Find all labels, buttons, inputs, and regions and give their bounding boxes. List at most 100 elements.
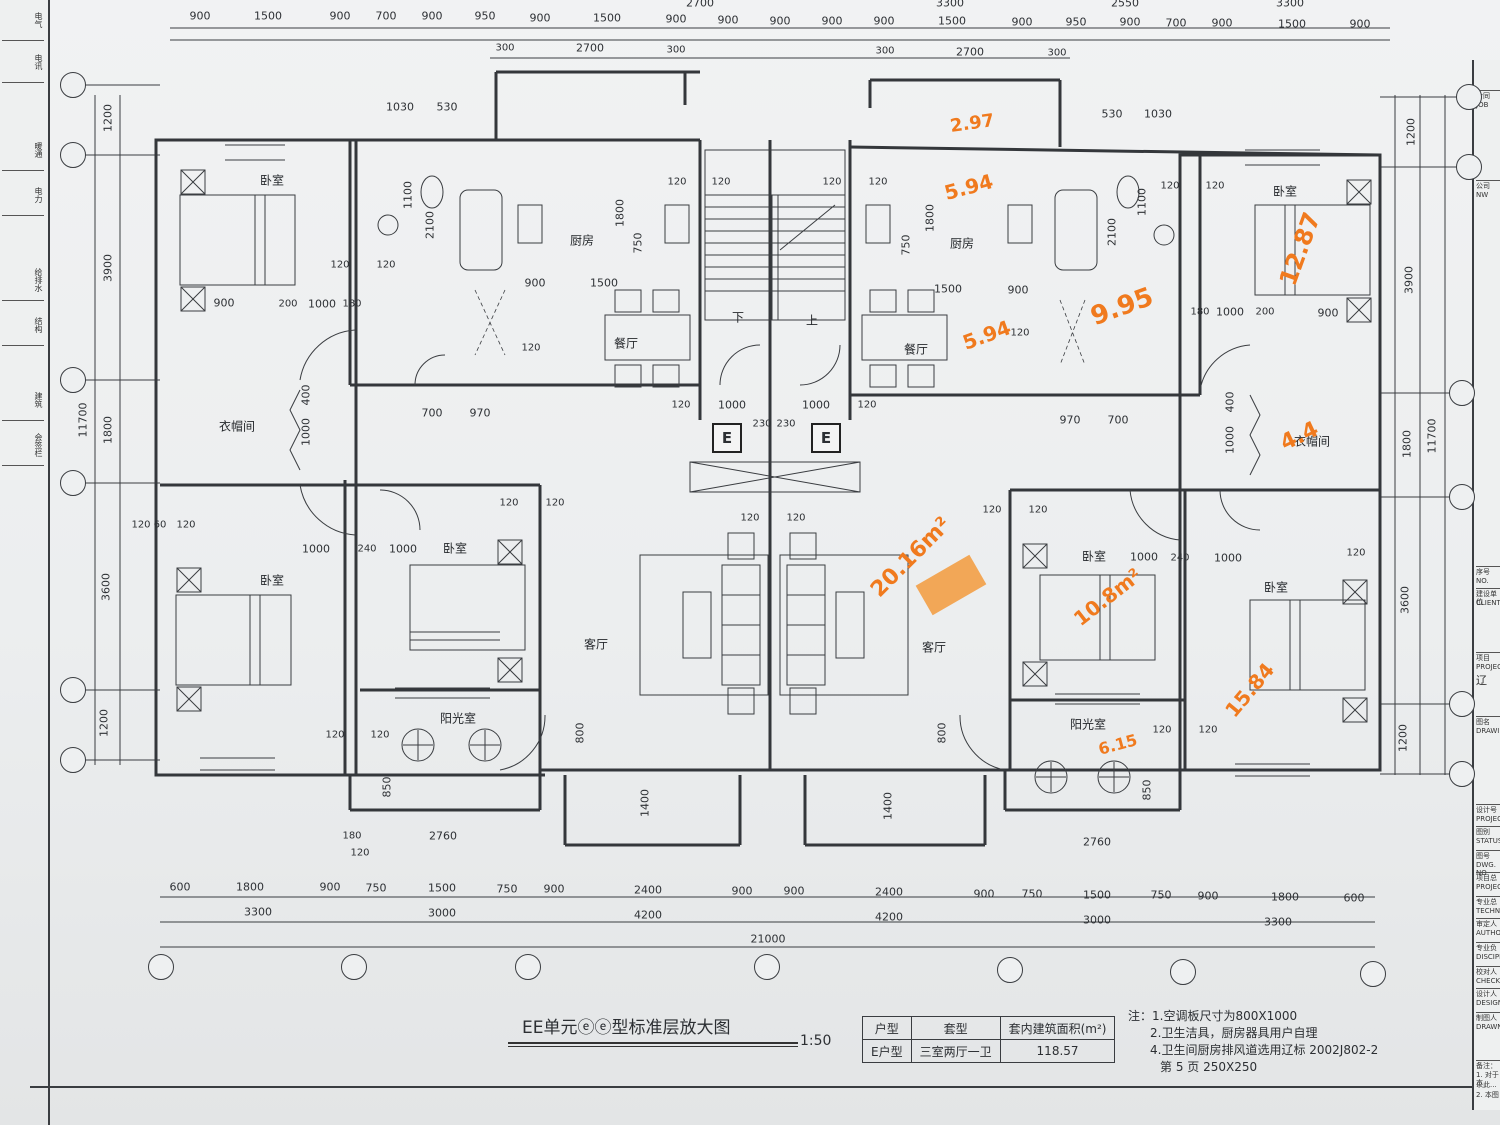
dim-left: 3900 bbox=[101, 254, 115, 282]
inner-dim: 1500 bbox=[934, 282, 962, 296]
drawing-notes: 注：1.空调板尺寸为800X1000 2.卫生洁具，厨房器具用户自理 4.卫生间… bbox=[1128, 1008, 1378, 1076]
dim-top1: 900 bbox=[1011, 15, 1033, 29]
inner-dim: 120 bbox=[376, 259, 396, 271]
tb-right-label: DISCIPLINE bbox=[1476, 953, 1500, 961]
tb-left-cell: 结构 bbox=[2, 305, 44, 346]
dim-top1: 700 bbox=[1165, 16, 1187, 30]
dim-top1: 950 bbox=[1065, 15, 1087, 29]
tb-right-label: 设计号 bbox=[1476, 804, 1500, 814]
dim-top1: 900 bbox=[821, 14, 843, 28]
room-label-sunroom: 阳光室 bbox=[1069, 717, 1107, 732]
dim-top2: 2700 bbox=[576, 41, 604, 55]
grid-axis-circle bbox=[1360, 961, 1386, 987]
grid-axis-circle bbox=[148, 954, 174, 980]
elevator-mark: E bbox=[811, 423, 841, 453]
sheet-border-left bbox=[48, 0, 50, 1125]
tb-right-label: 备注： bbox=[1476, 1060, 1500, 1070]
dim-left: 3600 bbox=[99, 573, 113, 601]
room-label-closet: 衣帽间 bbox=[1293, 434, 1331, 449]
note-line: 4.卫生间厨房排风道选用辽标 2002J802-2 bbox=[1150, 1043, 1379, 1057]
dim-right: 1200 bbox=[1396, 724, 1410, 752]
inner-dim: 120 bbox=[1205, 180, 1225, 192]
inner-dim: 970 bbox=[1059, 413, 1081, 427]
tb-right-label: CHECKED bbox=[1476, 977, 1500, 985]
inner-dim: 120 bbox=[330, 259, 350, 271]
inner-dim: 1400 bbox=[638, 789, 652, 817]
inner-dim: 2760 bbox=[429, 829, 457, 843]
inner-dim: 1000 bbox=[1130, 550, 1158, 564]
inner-dim: 970 bbox=[469, 406, 491, 420]
dim-bottom1: 600 bbox=[169, 880, 191, 894]
table-row: E户型 三室两厅一卫 118.57 bbox=[862, 1039, 1116, 1063]
dim-bottom1: 900 bbox=[731, 884, 753, 898]
inner-dim: 1000 bbox=[1214, 551, 1242, 565]
tb-right-label: TECHNIC bbox=[1476, 907, 1500, 915]
dim-top1: 1500 bbox=[938, 14, 966, 28]
dim-top1: 900 bbox=[189, 9, 211, 23]
inner-dim: 400 bbox=[299, 384, 313, 406]
dim-left: 1200 bbox=[101, 104, 115, 132]
grid-axis-circle bbox=[515, 954, 541, 980]
tb-right-label: PROJECT bbox=[1476, 815, 1500, 823]
inner-dim: 120 bbox=[350, 847, 370, 859]
inner-dim: 230 bbox=[752, 418, 772, 430]
room-label-bedroom: 卧室 bbox=[442, 541, 468, 556]
inner-dim: 1000 bbox=[308, 297, 336, 311]
table-header-cell: 户型 bbox=[862, 1016, 912, 1040]
room-label-bedroom: 卧室 bbox=[259, 573, 285, 588]
dim-top1: 900 bbox=[717, 13, 739, 27]
tb-right-label: 项目总 bbox=[1476, 872, 1500, 882]
inner-dim: 1000 bbox=[389, 542, 417, 556]
inner-dim: 120 bbox=[499, 497, 519, 509]
sheet-border-bottom bbox=[30, 1086, 1472, 1088]
inner-dim: 1000 bbox=[718, 398, 746, 412]
dim-top1: 900 bbox=[1211, 16, 1233, 30]
dim-bottom1: 750 bbox=[496, 882, 518, 896]
inner-dim: 900 bbox=[524, 276, 546, 290]
inner-dim: 120 bbox=[982, 504, 1002, 516]
dim-top0: 3300 bbox=[936, 0, 964, 10]
inner-dim: 120 bbox=[822, 176, 842, 188]
room-label-bedroom: 卧室 bbox=[1272, 184, 1298, 199]
dim-bottom2: 4200 bbox=[875, 910, 903, 924]
inner-dim: 1030 bbox=[386, 100, 414, 114]
table-cell: 三室两厅一卫 bbox=[910, 1039, 1001, 1063]
grid-axis-circle bbox=[754, 954, 780, 980]
tb-right-label: 专业总 bbox=[1476, 896, 1500, 906]
room-label-sunroom: 阳光室 bbox=[439, 711, 477, 726]
dim-bottom1: 600 bbox=[1343, 891, 1365, 905]
dim-top0: 2700 bbox=[686, 0, 714, 10]
inner-dim: 2100 bbox=[423, 211, 437, 239]
inner-dim: 120 bbox=[131, 519, 151, 531]
tb-right-label: DRAWING bbox=[1476, 727, 1500, 735]
grid-axis-circle bbox=[60, 470, 86, 496]
inner-dim: 530 bbox=[1101, 107, 1123, 121]
inner-dim: 120 bbox=[521, 342, 541, 354]
grid-axis-circle bbox=[1449, 691, 1475, 717]
room-label-dining: 餐厅 bbox=[613, 336, 639, 351]
inner-dim: 850 bbox=[1140, 779, 1154, 801]
dim-top1: 1500 bbox=[254, 9, 282, 23]
tb-left-cell: 暖通 bbox=[2, 130, 44, 171]
inner-dim: 240 bbox=[357, 543, 377, 555]
title-underline bbox=[508, 1042, 798, 1044]
tb-right-label: 项目 bbox=[1476, 652, 1500, 662]
tb-left-cell: 电力 bbox=[2, 175, 44, 216]
dim-bottom1: 750 bbox=[365, 881, 387, 895]
dim-top1: 900 bbox=[873, 14, 895, 28]
inner-dim: 900 bbox=[1007, 283, 1029, 297]
elevator-mark: E bbox=[712, 423, 742, 453]
inner-dim: 1100 bbox=[401, 181, 415, 209]
inner-dim: 120 bbox=[1152, 724, 1172, 736]
inner-dim: 1000 bbox=[1223, 426, 1237, 454]
grid-axis-circle bbox=[1449, 761, 1475, 787]
room-label-kitchen: 厨房 bbox=[569, 233, 595, 248]
dim-top2: 300 bbox=[1047, 47, 1067, 59]
tb-right-label: 1. 对于本 bbox=[1476, 1071, 1499, 1087]
inner-dim: 1000 bbox=[302, 542, 330, 556]
dim-bottom1: 900 bbox=[319, 880, 341, 894]
inner-dim: 120 bbox=[545, 497, 565, 509]
tb-right-label: 制图人 bbox=[1476, 1012, 1500, 1022]
dim-top1: 900 bbox=[769, 14, 791, 28]
